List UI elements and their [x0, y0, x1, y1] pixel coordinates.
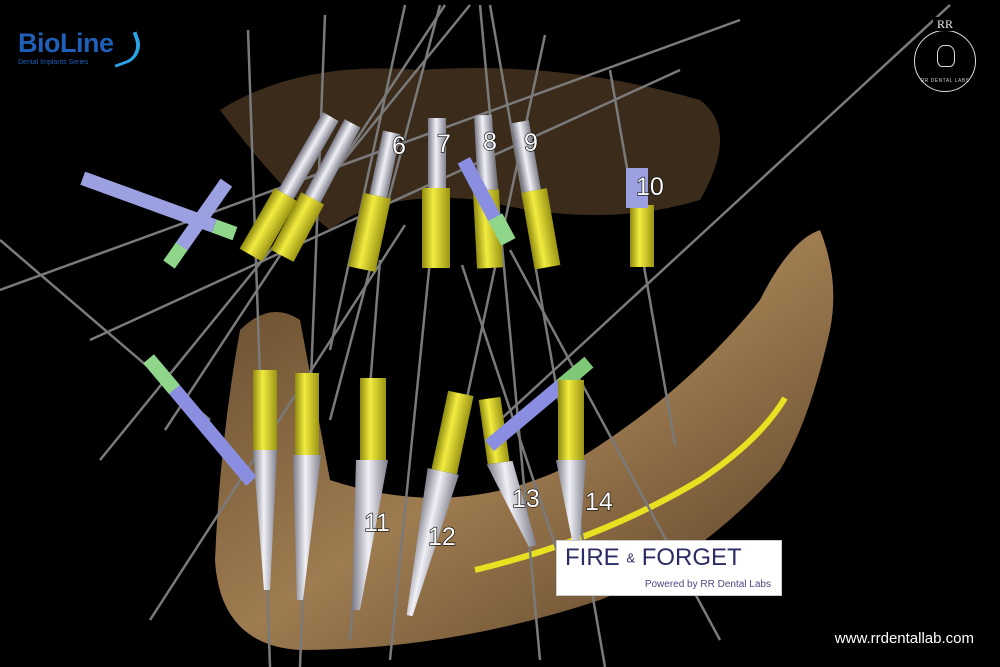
implant-label-13: 13: [512, 485, 540, 513]
rr-initials: RR: [933, 17, 957, 31]
title-forget: FORGET: [641, 544, 742, 571]
bioline-brand-name: BioLine: [18, 28, 114, 58]
rr-dental-labs-logo: RR RR DENTAL LABS: [914, 17, 976, 92]
implant-label-9: 9: [524, 129, 538, 157]
bioline-logo: BioLine Dental Implants Series: [18, 28, 146, 68]
implant-label-6: 6: [392, 132, 406, 160]
upper-implants: [80, 112, 654, 273]
nerve-canal: [474, 396, 788, 573]
tooth-implant-icon: [937, 45, 955, 67]
implant-label-8: 8: [483, 128, 497, 156]
implant-label-12: 12: [428, 523, 456, 551]
rr-lab-name: RR DENTAL LABS: [920, 78, 970, 84]
fire-and-forget-banner: FIRE & FORGET Powered by RR Dental Labs: [556, 540, 782, 596]
implant-label-10: 10: [636, 173, 664, 201]
lower-implants: [143, 354, 594, 617]
fire-and-forget-title: FIRE & FORGET: [565, 544, 742, 572]
powered-by-text: Powered by RR Dental Labs: [644, 579, 771, 590]
title-fire: FIRE: [565, 544, 620, 571]
implant-label-7: 7: [437, 130, 451, 158]
implant-label-11: 11: [364, 509, 390, 537]
bioline-tagline: Dental Implants Series: [18, 59, 89, 66]
implant-number-labels: 6 7 8 9 10 11 12 13 14: [363, 127, 664, 551]
title-ampersand: &: [626, 550, 636, 566]
implant-label-14: 14: [585, 488, 613, 516]
website-url: www.rrdentallab.com: [834, 630, 974, 647]
